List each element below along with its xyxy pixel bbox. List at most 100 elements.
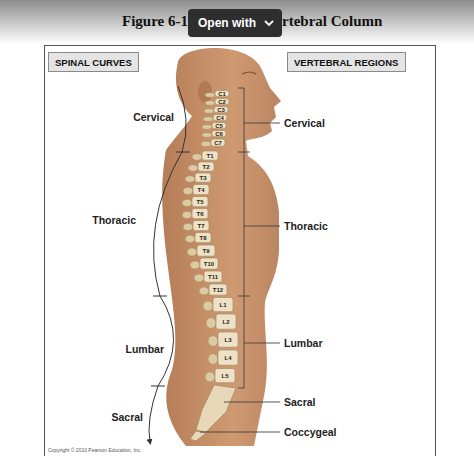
- vertebra: [216, 314, 236, 329]
- body-silhouette: [162, 48, 281, 446]
- vertebra: [197, 245, 215, 256]
- spinous-process: [202, 133, 212, 138]
- spinous-process: [205, 101, 215, 106]
- vertebra: [215, 99, 229, 105]
- vertebra: [218, 350, 238, 365]
- region-label: Sacral: [284, 397, 316, 408]
- vertebra: [212, 123, 226, 129]
- curve-label: Lumbar: [125, 344, 164, 355]
- vertebra-label: T8: [199, 235, 206, 241]
- title-text: Figure 6-1: [122, 14, 188, 29]
- spinous-process: [190, 261, 200, 269]
- vertebra: [204, 271, 222, 282]
- vertebra: [202, 151, 218, 160]
- spinous-process: [208, 336, 218, 347]
- spinous-process: [203, 117, 213, 122]
- spinous-process: [204, 109, 214, 114]
- vertebra-label: C1: [218, 91, 226, 97]
- spinous-process: [205, 372, 215, 382]
- vertebra: [214, 107, 228, 113]
- vertebra: [213, 115, 227, 121]
- ear: [198, 81, 212, 103]
- vertebra: [212, 131, 226, 137]
- spinous-process: [203, 301, 213, 311]
- vertebra-label: T5: [196, 199, 203, 205]
- spinous-process: [182, 199, 192, 206]
- vertebra-label: C4: [216, 115, 224, 121]
- top-shade: [0, 0, 474, 44]
- vertebra: [215, 369, 235, 383]
- vertebra-label: C6: [215, 131, 223, 137]
- vertebra-label: L1: [219, 302, 226, 308]
- spinous-process: [182, 211, 192, 218]
- vertebra-label: T11: [208, 274, 218, 280]
- spinal-curve-line: [149, 86, 190, 442]
- vertebra-label: T10: [204, 261, 214, 267]
- coccyx: [190, 431, 206, 441]
- region-label: Thoracic: [284, 221, 328, 232]
- vertebrae: [182, 91, 238, 383]
- vertebra-label: T12: [213, 287, 223, 293]
- vertebra-label: T1: [206, 153, 213, 159]
- region-label: Coccygeal: [284, 427, 337, 438]
- curve-label: Thoracic: [92, 215, 136, 226]
- curve-label: Cervical: [133, 112, 174, 123]
- spinous-process: [208, 354, 218, 365]
- sacrum: [196, 385, 236, 432]
- vertebra-label: L2: [222, 319, 229, 325]
- vertebra: [193, 185, 209, 195]
- vertebra-label: C7: [214, 140, 222, 146]
- copyright-note: Copyright © 2010 Pearson Education, Inc.: [48, 448, 141, 453]
- vertebra-label: C2: [218, 99, 226, 105]
- spinous-process: [202, 125, 212, 130]
- region-label: Cervical: [284, 118, 325, 129]
- node-text: SPINAL CURVES: [55, 58, 132, 68]
- vertebra: [213, 298, 233, 312]
- vertebra-label: T4: [197, 187, 204, 193]
- spinous-process: [205, 93, 215, 98]
- vertebra: [209, 284, 227, 295]
- vertebra-label: L3: [224, 337, 231, 343]
- vertebra-label: T7: [197, 223, 204, 229]
- vertebra-label: T2: [202, 164, 209, 170]
- spinous-process: [192, 154, 202, 161]
- spinous-process: [185, 176, 195, 183]
- vertebra-label: C5: [215, 123, 223, 129]
- header-box: SPINAL CURVES: [48, 52, 139, 72]
- spinous-process: [188, 165, 198, 172]
- spinous-process: [194, 274, 204, 282]
- spinous-process: [183, 187, 193, 194]
- vertebra: [193, 221, 209, 231]
- open-with-button: Open with: [188, 9, 282, 37]
- node-text: VERTEBRAL REGIONS: [294, 58, 398, 68]
- spinous-process: [185, 235, 195, 242]
- spinous-process: [183, 223, 193, 230]
- curve-label: Sacral: [111, 412, 143, 423]
- figure-frame: [45, 46, 436, 456]
- vertebra: [198, 162, 214, 171]
- spinous-process: [201, 141, 211, 146]
- region-bracket: [200, 88, 280, 432]
- vertebra: [195, 173, 211, 182]
- brow: [242, 72, 256, 74]
- vertebra: [211, 139, 225, 146]
- vertebra: [215, 91, 229, 97]
- vertebra: [200, 258, 218, 269]
- title-text: rtebral Column: [282, 14, 382, 29]
- spinous-process: [206, 318, 216, 329]
- vertebra: [218, 332, 238, 347]
- vertebra: [192, 209, 208, 219]
- vertebra: [195, 233, 211, 243]
- vertebra: [192, 197, 208, 207]
- spinous-process: [187, 248, 197, 256]
- vertebra-label: T6: [196, 211, 203, 217]
- region-label: Lumbar: [284, 338, 323, 349]
- vertebra-label: T9: [202, 248, 209, 254]
- vertebra-label: T3: [199, 175, 206, 181]
- spinous-process: [199, 287, 209, 295]
- header-box: VERTEBRAL REGIONS: [287, 52, 406, 72]
- node-text: Open with: [198, 17, 256, 29]
- vertebra-label: C3: [217, 107, 225, 113]
- chevron-icon: [264, 20, 274, 28]
- vertebra-label: L4: [224, 355, 231, 361]
